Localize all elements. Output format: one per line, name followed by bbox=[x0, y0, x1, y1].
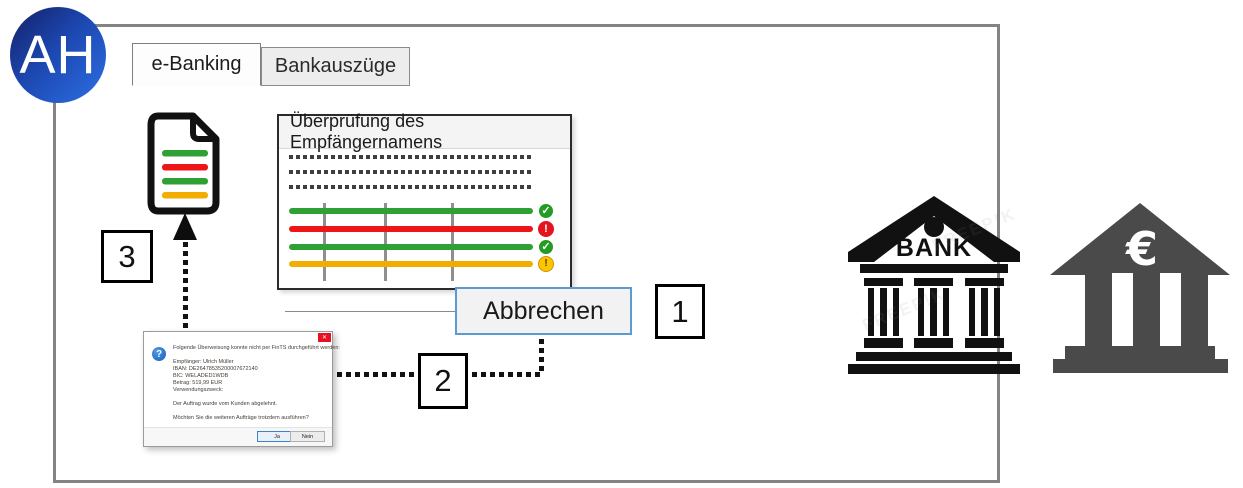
column-separator bbox=[323, 203, 326, 281]
column-separator bbox=[451, 203, 454, 281]
placeholder-text-row bbox=[289, 155, 533, 159]
dialog-line: BIC: WELADED1WDB bbox=[173, 373, 229, 379]
match-bar-red bbox=[289, 226, 533, 232]
match-bar-green bbox=[289, 244, 533, 250]
tab-e-banking[interactable]: e-Banking bbox=[132, 43, 261, 86]
abbrechen-button[interactable]: Abbrechen bbox=[455, 287, 632, 335]
dialog-text: Folgende Überweisung konnte nicht per Fi… bbox=[173, 345, 340, 422]
step-marker-3: 3 bbox=[101, 230, 153, 283]
close-icon[interactable]: ✕ bbox=[318, 333, 331, 342]
dialog-line: Folgende Überweisung konnte nicht per Fi… bbox=[173, 345, 340, 351]
fints-error-dialog: ✕ ? Folgende Überweisung konnte nicht pe… bbox=[143, 331, 340, 447]
dialog-line: Möchten Sie die weiteren Aufträge trotzd… bbox=[173, 415, 309, 421]
dialog-line: Der Auftrag wurde vom Kunden abgelehnt. bbox=[173, 401, 277, 407]
doc-line-red bbox=[162, 164, 208, 171]
verification-panel-title: Überprüfung des Empfängernamens bbox=[279, 111, 570, 152]
match-bar-green bbox=[289, 208, 533, 214]
placeholder-text-row bbox=[289, 170, 533, 174]
dialog-line: Betrag: 519,99 EUR bbox=[173, 380, 223, 386]
error-icon: ! bbox=[538, 221, 554, 237]
verification-panel: Überprüfung des Empfängernamens ✓ ! ✓ ! bbox=[277, 111, 572, 290]
doc-line-amber bbox=[162, 192, 208, 199]
bank-label: BANK bbox=[896, 234, 972, 262]
euro-bank-icon: € bbox=[1050, 203, 1230, 373]
document-icon bbox=[147, 112, 220, 215]
column-separator bbox=[384, 203, 387, 281]
warning-icon: ! bbox=[538, 256, 554, 272]
connector-cancel-down bbox=[539, 339, 544, 375]
dialog-line: Verwendungszweck: bbox=[173, 387, 224, 393]
step-marker-2: 2 bbox=[418, 353, 468, 409]
dialog-line: Empfänger: Ulrich Müller bbox=[173, 359, 234, 365]
tab-bankauszuege[interactable]: Bankauszüge bbox=[261, 47, 410, 86]
dialog-footer: Ja Nein bbox=[144, 427, 332, 446]
check-icon: ✓ bbox=[538, 239, 554, 255]
dialog-line: IBAN: DE26478535200007672140 bbox=[173, 366, 258, 372]
bank-building-icon: BANK bbox=[848, 196, 1020, 374]
match-bar-amber bbox=[289, 261, 533, 267]
arrow-up-icon bbox=[173, 213, 197, 240]
callout-leader-line bbox=[285, 311, 455, 312]
question-icon: ? bbox=[152, 347, 166, 361]
bank-columns bbox=[864, 278, 1004, 348]
step-marker-1: 1 bbox=[655, 284, 705, 339]
connector-arrow-shaft bbox=[183, 242, 188, 331]
euro-symbol: € bbox=[1125, 222, 1158, 276]
check-icon: ✓ bbox=[538, 203, 554, 219]
avatar-badge: AH bbox=[10, 7, 106, 103]
pediment-dot bbox=[924, 217, 944, 237]
doc-line-green-2 bbox=[162, 178, 208, 185]
nein-button[interactable]: Nein bbox=[290, 431, 325, 442]
placeholder-text-row bbox=[289, 185, 533, 189]
doc-line-green-1 bbox=[162, 150, 208, 157]
